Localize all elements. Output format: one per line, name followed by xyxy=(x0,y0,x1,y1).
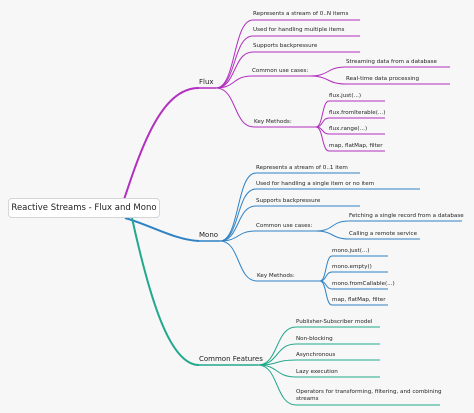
mono-method-empty[interactable]: mono.empty() xyxy=(332,264,372,270)
mono-link-0 xyxy=(219,172,257,242)
mono-link-method-3 xyxy=(319,280,333,306)
mono-item-stream[interactable]: Represents a stream of 0..1 item xyxy=(256,165,348,171)
mono-link-1 xyxy=(219,188,257,242)
root-node[interactable]: Reactive Streams - Flux and Mono xyxy=(8,198,160,218)
flux-link-0 xyxy=(215,19,254,89)
flux-link-2 xyxy=(215,51,254,89)
mono-link-2 xyxy=(219,205,257,242)
common-features-node[interactable]: Common Features xyxy=(199,355,263,363)
mono-link-uc-1 xyxy=(315,230,350,240)
common-link-3 xyxy=(257,364,297,378)
mono-link-use-cases xyxy=(219,230,257,242)
mono-item-backpressure[interactable]: Supports backpressure xyxy=(256,198,321,204)
mono-node[interactable]: Mono xyxy=(199,231,219,239)
flux-use-cases[interactable]: Common use cases: xyxy=(252,68,309,74)
root-common-link xyxy=(131,217,200,366)
flux-use-case-database[interactable]: Streaming data from a database xyxy=(346,59,437,65)
mono-method-just[interactable]: mono.just(...) xyxy=(332,248,370,254)
mono-use-case-remote[interactable]: Calling a remote service xyxy=(349,231,418,237)
common-item-nonblocking[interactable]: Non-blocking xyxy=(296,336,333,342)
flux-method-fromiterable[interactable]: flux.fromIterable(...) xyxy=(329,110,386,116)
flux-method-just[interactable]: flux.just(...) xyxy=(329,93,362,99)
mono-link-methods xyxy=(219,240,258,282)
flux-link-methods xyxy=(215,87,255,128)
mono-use-case-database[interactable]: Fetching a single record from a database xyxy=(349,213,464,219)
mono-link-uc-0 xyxy=(315,220,350,232)
flux-item-stream[interactable]: Represents a stream of 0..N items xyxy=(253,11,349,17)
mono-item-single[interactable]: Used for handling a single item or no it… xyxy=(256,181,375,187)
flux-key-methods[interactable]: Key Methods: xyxy=(254,119,292,125)
flux-link-method-3 xyxy=(315,126,330,152)
common-item-pubsub[interactable]: Publisher-Subscriber model xyxy=(296,319,373,325)
mono-key-methods[interactable]: Key Methods: xyxy=(257,273,295,279)
root-flux-link xyxy=(117,87,200,219)
flux-link-1 xyxy=(215,35,254,89)
flux-item-backpressure[interactable]: Supports backpressure xyxy=(253,43,318,49)
flux-link-uc-1 xyxy=(309,75,347,85)
flux-method-range[interactable]: flux.range(...) xyxy=(329,126,368,132)
mono-method-map[interactable]: map, flatMap, filter xyxy=(332,297,386,303)
flux-item-multiple[interactable]: Used for handling multiple items xyxy=(253,27,345,33)
root-label: Reactive Streams - Flux and Mono xyxy=(11,203,157,213)
common-link-0 xyxy=(257,326,297,366)
flux-link-uc-0 xyxy=(309,66,347,77)
common-item-async[interactable]: Asynchronous xyxy=(296,352,336,358)
mono-method-fromcallable[interactable]: mono.fromCallable(...) xyxy=(332,281,395,287)
common-link-4 xyxy=(257,364,297,406)
flux-use-case-realtime[interactable]: Real-time data processing xyxy=(346,76,420,82)
flux-link-use-cases xyxy=(215,75,253,89)
flux-method-map[interactable]: map, flatMap, filter xyxy=(329,143,383,149)
mono-use-cases[interactable]: Common use cases: xyxy=(256,223,313,229)
common-item-operators[interactable]: Operators for transforming, filtering, a… xyxy=(296,389,442,402)
common-item-lazy[interactable]: Lazy execution xyxy=(296,369,338,375)
flux-node[interactable]: Flux xyxy=(199,78,214,86)
